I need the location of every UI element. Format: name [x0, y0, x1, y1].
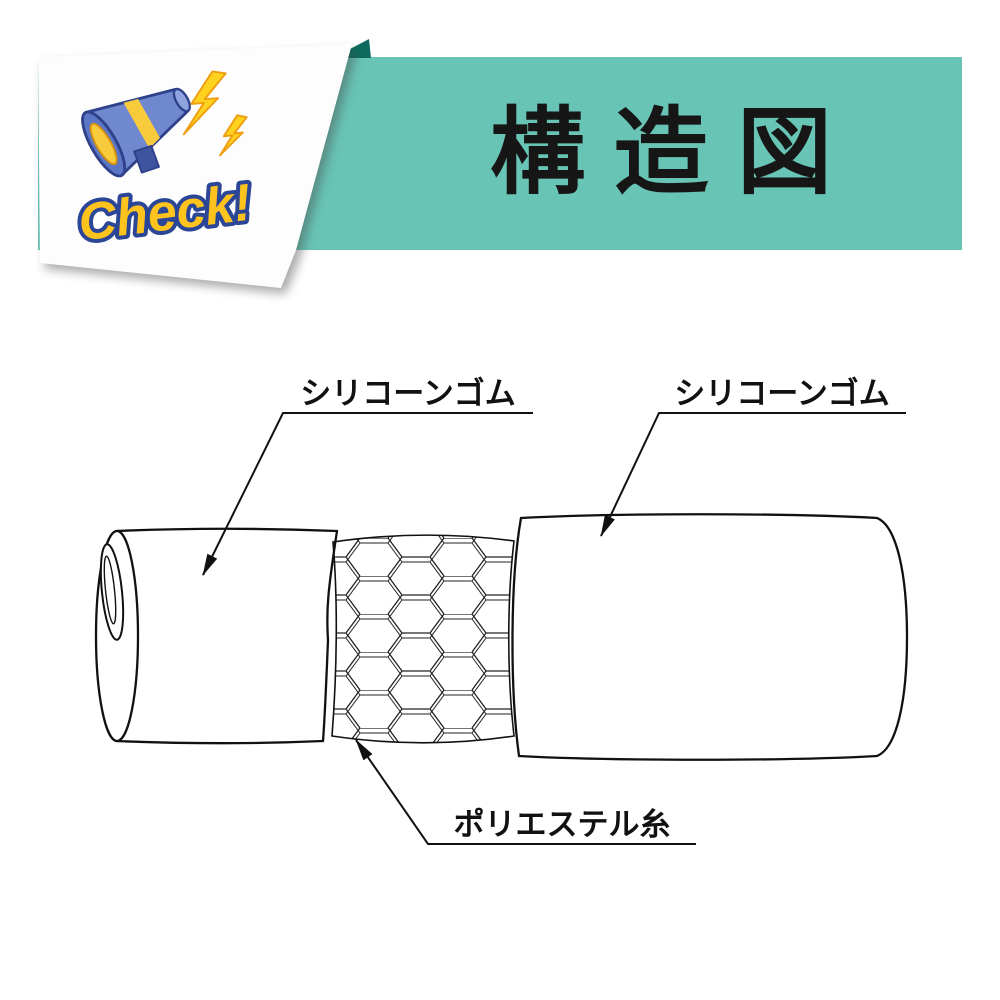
leader-reinforcement: [355, 739, 696, 845]
lightning-bolt-icon: [182, 70, 248, 157]
leader-lines: [202, 412, 906, 845]
leader-outer-layer: [202, 412, 533, 576]
braid-mesh-section: [331, 534, 515, 744]
check-badge: Check!: [71, 170, 258, 257]
page-title: 構造図: [489, 100, 861, 206]
label-polyester-thread: ポリエステル糸: [454, 807, 671, 842]
hose-bore-opening: [99, 543, 125, 641]
megaphone-icon: [81, 70, 248, 178]
inner-tube-section: [511, 513, 909, 761]
banner-peel: Check!: [38, 40, 352, 289]
hose-bore-inner-wall: [103, 555, 117, 625]
label-outer-silicone: シリコーンゴム: [300, 376, 515, 411]
megaphone-body: [81, 87, 191, 178]
outer-cover-section: [94, 527, 339, 745]
label-inner-silicone: シリコーンゴム: [674, 376, 889, 411]
leader-inner-layer: [600, 412, 906, 537]
